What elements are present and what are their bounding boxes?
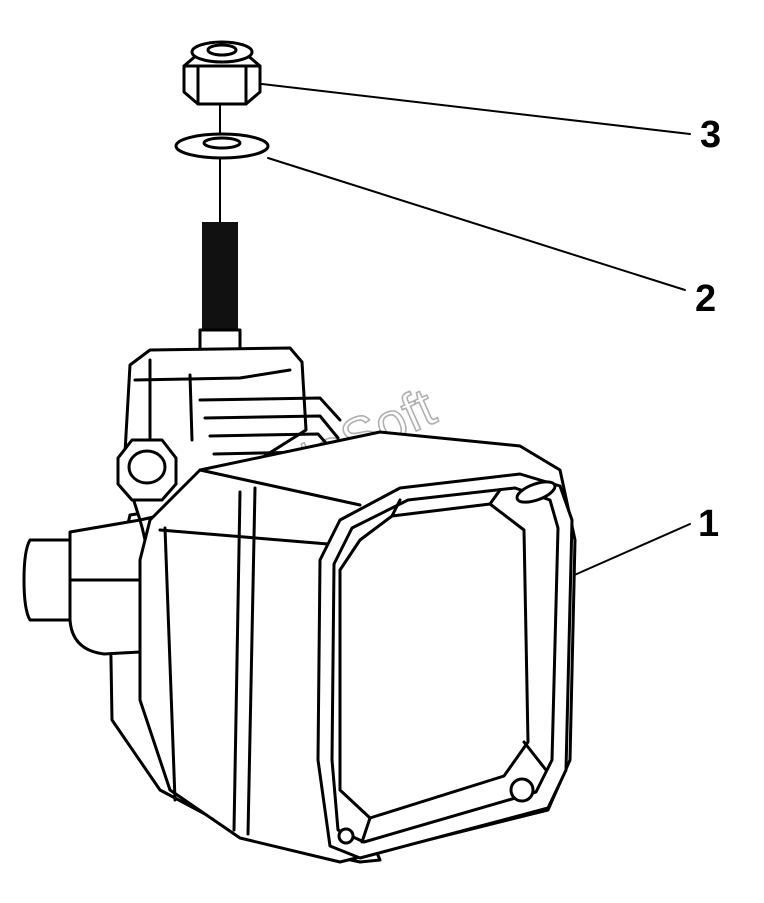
- callout-number-2: 2: [695, 278, 716, 320]
- threaded-stud: [198, 222, 242, 366]
- callout-number-3: 3: [700, 114, 721, 156]
- callout-labels: 3 2 1: [695, 114, 721, 545]
- callout-number-1: 1: [698, 503, 719, 545]
- hex-nut: [182, 40, 262, 106]
- flat-washer: [174, 132, 270, 160]
- work-lamp-body: [22, 346, 577, 864]
